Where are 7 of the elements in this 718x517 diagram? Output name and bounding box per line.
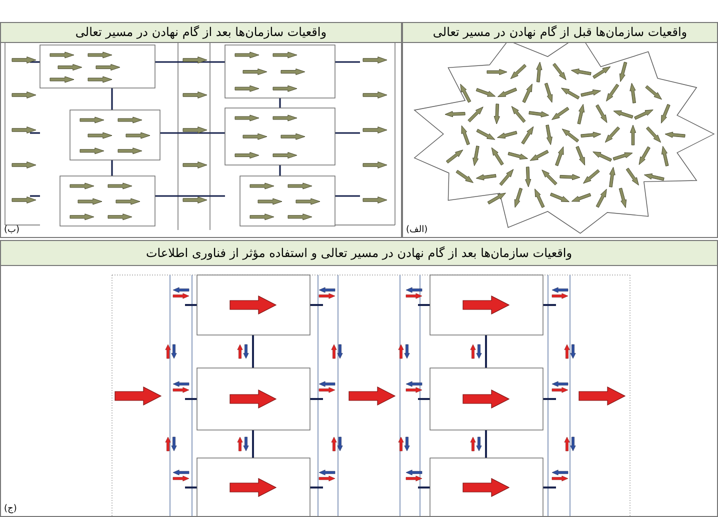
panel-label: (ب)	[4, 225, 20, 235]
panel-label: (الف)	[406, 225, 428, 235]
panel-label: (ج)	[4, 504, 17, 514]
panel-heading: واقعیات سازمان‌ها قبل از گام نهادن در مسیر تعالی	[403, 23, 717, 43]
panel-heading: واقعیات سازمان‌ها بعد از گام نهادن در مسیر تعالی	[1, 23, 401, 43]
panel-heading: واقعیات سازمان‌ها بعد از گام نهادن در مسیر تعالی و استفاده مؤثر از فناوری اطلاعات	[1, 241, 717, 266]
panel	[0, 240, 718, 517]
